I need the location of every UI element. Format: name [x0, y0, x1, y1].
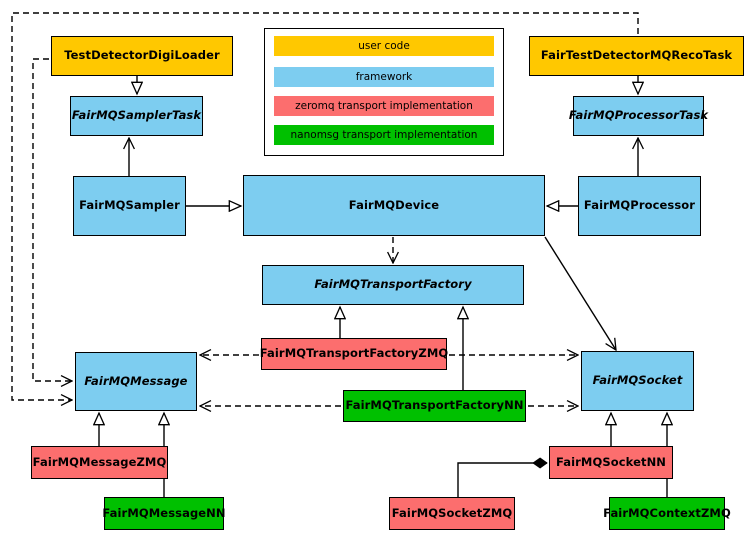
legend-swatch-nanomsg: nanomsg transport implementation [274, 125, 494, 145]
class-box-fairmqdevice[interactable]: FairMQDevice [243, 175, 545, 236]
edge-recotask-message [11, 12, 639, 400]
legend-swatch-framework: framework [274, 67, 494, 87]
legend-label-user-code: user code [358, 40, 410, 52]
edge-device-socket [544, 236, 616, 350]
legend-swatch-user-code: user code [274, 36, 494, 56]
class-box-fairtestdetectormqrecotask[interactable]: FairTestDetectorMQRecoTask [529, 36, 744, 76]
legend-swatch-zeromq: zeromq transport implementation [274, 96, 494, 116]
legend-label-nanomsg: nanomsg transport implementation [290, 129, 478, 141]
class-box-fairmqsocketzmq[interactable]: FairMQSocketNN [549, 446, 673, 479]
edge-digiloader-message [32, 58, 72, 381]
class-box-fairmqsocket[interactable]: FairMQSocket [581, 351, 694, 411]
legend-label-framework: framework [355, 71, 413, 83]
class-box-testdetectordigiloader[interactable]: TestDetectorDigiLoader [51, 36, 233, 76]
class-box-fairmqmessagenn[interactable]: FairMQMessageNN [102, 497, 226, 530]
class-box-fairmqsocketnn[interactable]: FairMQContextZMQ [603, 497, 731, 530]
class-box-fairmqtransportfactorynn[interactable]: FairMQTransportFactoryNN [343, 390, 526, 422]
class-box-fairmqcontextzmq[interactable]: FairMQSocketZMQ [389, 497, 515, 530]
legend-label-zeromq: zeromq transport implementation [295, 100, 473, 112]
class-box-fairmqmessagezmq[interactable]: FairMQMessageZMQ [31, 446, 168, 479]
class-box-fairmqsamplertask[interactable]: FairMQSamplerTask [70, 96, 203, 136]
class-box-fairmqprocessor[interactable]: FairMQProcessor [578, 176, 701, 236]
edge-socketzmq-contextzmq [457, 463, 547, 497]
class-box-fairmqprocessortask[interactable]: FairMQProcessorTask [569, 96, 708, 136]
class-box-fairmqtransportfactoryzmq[interactable]: FairMQTransportFactoryZMQ [260, 338, 448, 370]
class-box-fairmqsampler[interactable]: FairMQSampler [73, 176, 186, 236]
class-box-fairmqtransportfactory[interactable]: FairMQTransportFactory [262, 265, 524, 305]
class-box-fairmqmessage[interactable]: FairMQMessage [75, 352, 197, 411]
